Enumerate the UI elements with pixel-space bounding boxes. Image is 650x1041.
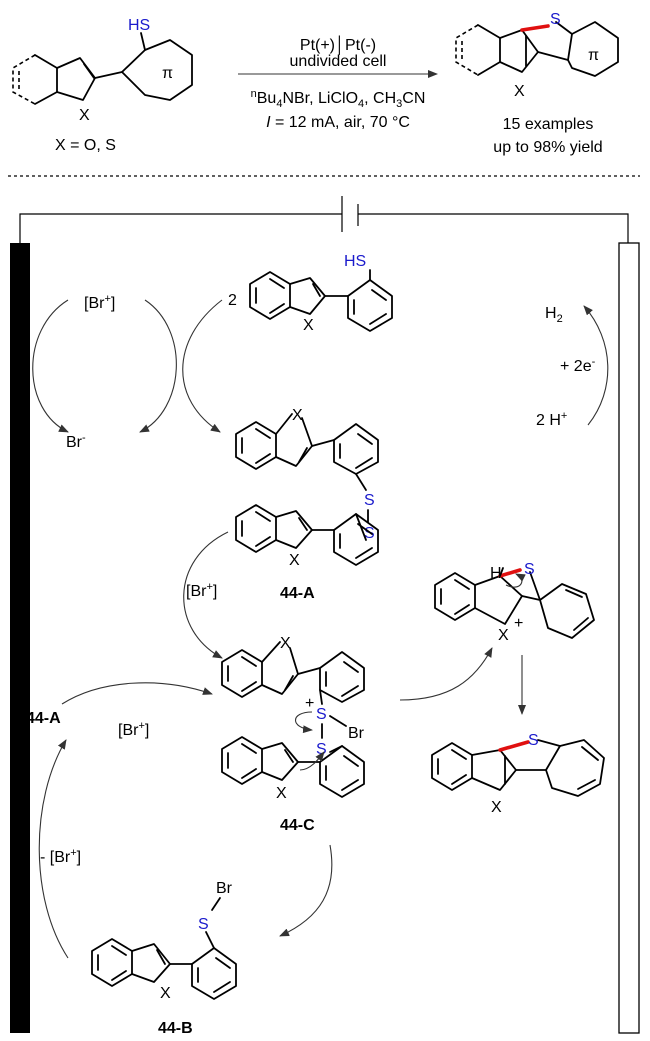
two-h-plus-label: 2 H+ bbox=[536, 410, 567, 429]
44b-br: Br bbox=[216, 880, 233, 897]
disulfide-s2: S bbox=[364, 525, 375, 542]
product-sulfur: S bbox=[550, 11, 561, 28]
coefficient-2: 2 bbox=[228, 292, 237, 309]
heteroatom-x: X bbox=[79, 107, 90, 124]
cation-x: X bbox=[498, 627, 509, 644]
44c-br: Br bbox=[348, 725, 365, 742]
thiol-sh: HS bbox=[344, 253, 366, 270]
intermediate-44b: S Br X bbox=[91, 880, 237, 1002]
cation-s: S bbox=[524, 561, 535, 578]
44b-x: X bbox=[160, 985, 171, 1002]
44a-to-44c-arrow bbox=[61, 682, 213, 705]
44c-top-x: X bbox=[280, 635, 291, 652]
44c-charge: + bbox=[305, 695, 314, 712]
disulfide-to-44c-arrow bbox=[183, 531, 229, 659]
cathode-cycle-arrow bbox=[583, 305, 609, 426]
product-tricycle: S X π bbox=[455, 11, 619, 100]
cation-h: H bbox=[490, 565, 502, 582]
label-44a-left: 44-A bbox=[26, 710, 61, 727]
h2-label: H2 bbox=[545, 305, 563, 325]
anode-electrode bbox=[10, 243, 30, 1033]
cyclized-cation: H S X + bbox=[434, 561, 595, 644]
thiol-x: X bbox=[303, 317, 314, 334]
disulfide-bottom-x: X bbox=[289, 552, 300, 569]
br-plus-top: [Br+] bbox=[84, 293, 115, 312]
label-44a-top: 44-A bbox=[280, 585, 315, 602]
starting-material: HS X π bbox=[12, 17, 193, 124]
44c-s-lower: S bbox=[316, 741, 327, 758]
conditions-reagents: nBu4NBr, LiClO4, CH3CN bbox=[251, 88, 426, 110]
final-x: X bbox=[491, 799, 502, 816]
examples-count: 15 examples bbox=[503, 116, 594, 133]
44b-to-44a-arrow bbox=[38, 739, 69, 959]
44c-bottom-x: X bbox=[276, 785, 287, 802]
cycle-arrow-right bbox=[139, 299, 177, 433]
electrochemical-cell bbox=[19, 196, 629, 243]
pi-label: π bbox=[162, 65, 173, 82]
thiol-to-disulfide-arrow bbox=[182, 299, 223, 433]
44b-s: S bbox=[198, 916, 209, 933]
product-pi: π bbox=[588, 47, 599, 64]
conditions-current: I = 12 mA, air, 70 °C bbox=[266, 114, 410, 131]
cation-charge: + bbox=[514, 615, 523, 632]
final-s: S bbox=[528, 732, 539, 749]
thiol-label: HS bbox=[128, 17, 150, 34]
disulfide-44a: X S S X bbox=[235, 407, 379, 569]
conditions-electrodes: Pt(+)│Pt(-) bbox=[300, 35, 376, 55]
44c-s-plus: S bbox=[316, 706, 327, 723]
x-definition: X = O, S bbox=[55, 137, 116, 154]
cycle-arrow-left bbox=[32, 299, 69, 433]
disulfide-s1: S bbox=[364, 492, 375, 509]
label-44c: 44-C bbox=[280, 817, 315, 834]
br-plus-mid: [Br+] bbox=[186, 581, 217, 600]
br-plus-left: [Br+] bbox=[118, 720, 149, 739]
intermediate-44c: X S + Br S X bbox=[221, 635, 365, 802]
product-x: X bbox=[514, 83, 525, 100]
cathode-electrode bbox=[618, 242, 640, 1034]
yield-text: up to 98% yield bbox=[493, 139, 602, 156]
br-minus: Br- bbox=[66, 432, 86, 451]
44c-to-cation-arrow bbox=[399, 647, 493, 701]
plus-2e-label: + 2e- bbox=[560, 356, 596, 375]
label-44b: 44-B bbox=[158, 1020, 193, 1037]
minus-br-plus: - [Br+] bbox=[40, 847, 81, 866]
disulfide-top-x: X bbox=[292, 407, 303, 424]
final-product: S X bbox=[431, 732, 605, 816]
thiol-substrate: HS X bbox=[249, 253, 393, 334]
44c-to-44b-arrow bbox=[279, 844, 333, 937]
conditions-cell: undivided cell bbox=[290, 53, 387, 70]
